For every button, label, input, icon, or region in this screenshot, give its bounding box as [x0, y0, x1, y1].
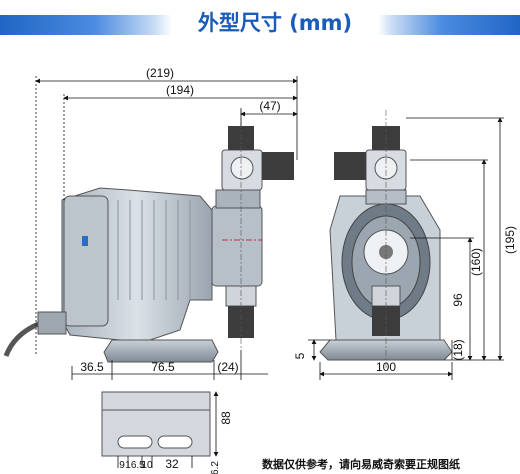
dim-bottom-depth: 88 — [219, 411, 233, 425]
dim-overall-height: (195) — [503, 226, 517, 254]
side-base — [103, 339, 219, 363]
dim-hole-1: 9 — [119, 460, 125, 471]
pump-head — [211, 205, 263, 287]
dim-hole-2: 16.5 — [125, 460, 145, 471]
header-bar-right — [378, 15, 520, 35]
dim-overall-width: (219) — [146, 66, 174, 80]
front-view — [319, 110, 453, 370]
dim-mount-height: 96 — [451, 293, 465, 307]
side-knob — [262, 152, 294, 180]
dim-valve-offset: (47) — [259, 99, 280, 113]
dim-foot-spacing: 76.5 — [151, 360, 175, 374]
front-side-knob — [334, 152, 366, 180]
header-banner: 外型尺寸 (mm) — [0, 0, 520, 44]
dim-hole-3: 10 — [141, 460, 153, 471]
dim-mid-height: (160) — [469, 248, 483, 276]
side-view — [3, 110, 294, 363]
control-box — [63, 195, 109, 327]
dim-foot-height: (18) — [451, 339, 465, 360]
bottom-view — [101, 391, 211, 457]
cable-gland — [37, 311, 67, 335]
page-title: 外型尺寸 (mm) — [197, 11, 353, 35]
dim-body-width: (194) — [166, 83, 194, 97]
dim-base-width: 100 — [376, 360, 396, 374]
dim-front-offset: (24) — [217, 360, 238, 374]
dim-left-offset: 36.5 — [80, 360, 104, 374]
dim-hole-5: 6.2 — [210, 461, 221, 474]
disclaimer-note: 数据仅供参考，请向易威奇索要正规图纸 — [262, 458, 460, 471]
dim-base-plate: 5 — [293, 352, 307, 359]
dim-hole-4: 32 — [165, 457, 179, 471]
header-bar-left — [0, 15, 172, 35]
